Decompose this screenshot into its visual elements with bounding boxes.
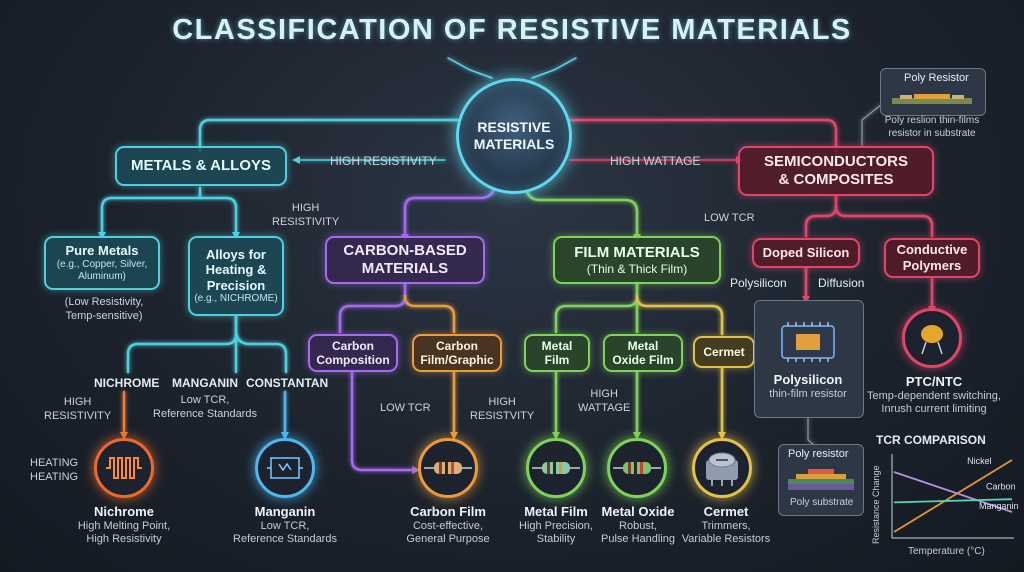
label-diffusion: Diffusion: [818, 276, 865, 290]
alloy-nichrome: NICHROME: [94, 376, 160, 390]
poly-substrate-label: Poly substrate: [790, 497, 854, 508]
label-polysilicon: Polysilicon: [730, 276, 787, 290]
poly-resistor-inset-desc: Poly reslion thin-films resistor in subs…: [884, 115, 980, 139]
poly-resistor-callout-title: Poly resistor: [788, 448, 849, 460]
label-alloys-high-resistivity: HIGH RESISTIVITY: [272, 202, 340, 228]
pure-metals-title: Pure Metals: [65, 243, 139, 259]
component-name: Metal Film: [524, 504, 588, 519]
label-high-wattage: HIGH WATTAGE: [610, 154, 701, 168]
polysilicon-desc: thin-film resistor: [769, 388, 847, 400]
alloys-example: (e.g., NICHROME): [194, 293, 278, 305]
axial-resistor-icon: [613, 462, 661, 474]
tcr-x-axis-label: Temperature (°C): [908, 546, 985, 557]
film-materials-subtitle: (Thin & Thick Film): [586, 261, 688, 276]
subcategory-cermet[interactable]: Cermet: [693, 336, 755, 368]
alloy-manganin: MANGANIN: [172, 376, 238, 390]
heating-coil-icon: [106, 457, 142, 479]
axial-resistor-icon: [532, 462, 580, 474]
polysilicon-title: Polysilicon: [773, 372, 843, 387]
label-semi-low-tcr: LOW TCR: [704, 212, 755, 224]
category-carbon-based[interactable]: CARBON-BASED MATERIALS: [325, 236, 485, 284]
component-desc: High Melting Point, High Resistivity: [77, 520, 171, 546]
tcr-series-line-carbon: [893, 471, 1013, 513]
subcategory-pure-metals[interactable]: Pure Metals (e.g., Copper, Silver, Alumi…: [44, 236, 160, 290]
component-name: Nichrome: [94, 504, 154, 519]
manganin-note: Low TCR, Reference Standards: [153, 394, 257, 420]
alloys-title: Alloys for Heating & Precision: [205, 246, 267, 293]
label-film-high-wattage: HIGH WATTAGE: [578, 388, 631, 414]
component-desc: Cost-effective, General Purpose: [406, 520, 490, 546]
label-carbon-low-tcr: LOW TCR: [380, 402, 431, 414]
ptc-ntc-title: PTC/NTC: [905, 374, 963, 389]
component-metal-oxide: Metal Oxide Robust, Pulse Handling: [596, 504, 680, 547]
subcategory-metal-oxide-film[interactable]: Metal Oxide Film: [603, 334, 683, 372]
nichrome-circle: [94, 438, 154, 498]
pure-metals-note: (Low Resistivity, Temp-sensitive): [64, 296, 144, 322]
subcategory-doped-silicon[interactable]: Doped Silicon: [752, 238, 860, 268]
poly-resistor-diagram: [892, 94, 972, 104]
tcr-series-label-nickel: Nickel: [967, 456, 992, 466]
category-film-materials[interactable]: FILM MATERIALS (Thin & Thick Film): [553, 236, 721, 284]
polysilicon-caption: Polysilicon thin-film resistor: [754, 372, 862, 401]
tcr-chart-title: TCR COMPARISON: [876, 433, 986, 447]
component-desc: Low TCR, Reference Standards: [233, 520, 337, 546]
hub-resistive-materials[interactable]: RESISTIVE MATERIALS: [456, 78, 572, 194]
axial-resistor-icon: [424, 462, 472, 474]
poly-resistor-inset-title: Poly Resistor: [904, 72, 969, 84]
alloy-constantan: CONSTANTAN: [246, 376, 329, 390]
pure-metals-examples: (e.g., Copper, Silver, Aluminum): [56, 258, 148, 282]
tcr-series-label-carbon: Carbon: [986, 482, 1016, 492]
component-desc: Trimmers, Variable Resistors: [681, 520, 771, 546]
component-name: Carbon Film: [410, 504, 486, 519]
polysilicon-panel: [754, 300, 864, 418]
poly-resistor-inset: [880, 68, 986, 116]
page-title: CLASSIFICATION OF RESISTIVE MATERIALS: [172, 14, 852, 46]
thermistor-icon: [921, 325, 943, 355]
tcr-y-axis-label: Resistance Change: [871, 465, 881, 544]
ptc-ntc-desc: Temp-dependent switching, Inrush current…: [867, 390, 1001, 416]
tcr-series-line-nickel: [893, 459, 1013, 533]
label-heating: HEATING HEATING: [30, 457, 79, 483]
subcategory-conductive-polymers[interactable]: Conductive Polymers: [884, 238, 980, 278]
category-semiconductors-composites[interactable]: SEMICONDUCTORS & COMPOSITES: [738, 146, 934, 196]
category-metals-alloys[interactable]: METALS & ALLOYS: [115, 146, 287, 186]
subcategory-carbon-film-graphic[interactable]: Carbon Film/Graphic: [412, 334, 502, 372]
label-high-resistivity: HIGH RESISTIVITY: [330, 154, 437, 168]
subcategory-carbon-composition[interactable]: Carbon Composition: [308, 334, 398, 372]
label-carbon-high-resistivity: HIGH RESISTVITY: [470, 396, 535, 422]
component-name: Cermet: [703, 504, 749, 519]
subcategory-alloys[interactable]: Alloys for Heating & Precision (e.g., NI…: [188, 236, 284, 316]
component-carbon-film: Carbon Film Cost-effective, General Purp…: [392, 504, 504, 547]
film-materials-title: FILM MATERIALS: [574, 243, 700, 261]
component-manganin: Manganin Low TCR, Reference Standards: [220, 504, 350, 547]
tcr-series-label-manganin: Manganin: [979, 501, 1018, 511]
component-nichrome: Nichrome High Melting Point, High Resist…: [60, 504, 188, 547]
component-metal-film: Metal Film High Precision, Stability: [512, 504, 600, 547]
tcr-comparison-chart: Resistance Change Temperature (°C) Nicke…: [871, 454, 1018, 557]
component-name: Metal Oxide: [601, 504, 675, 519]
component-desc: High Precision, Stability: [519, 520, 593, 546]
chip-icon: [781, 322, 835, 362]
ptc-ntc-caption: PTC/NTC Temp-dependent switching, Inrush…: [860, 374, 1008, 417]
component-name: Manganin: [254, 504, 316, 519]
trimmer-potentiometer-icon: [706, 452, 738, 486]
tcr-series-line-manganin: [893, 498, 1013, 504]
component-desc: Robust, Pulse Handling: [601, 520, 675, 546]
poly-layer-stack: [788, 469, 854, 490]
strain-gauge-icon: [267, 457, 303, 479]
component-cermet: Cermet Trimmers, Variable Resistors: [680, 504, 772, 547]
label-nichrome-high-resistivity: HIGH RESISTIVITY: [44, 396, 112, 422]
subcategory-metal-film[interactable]: Metal Film: [524, 334, 590, 372]
